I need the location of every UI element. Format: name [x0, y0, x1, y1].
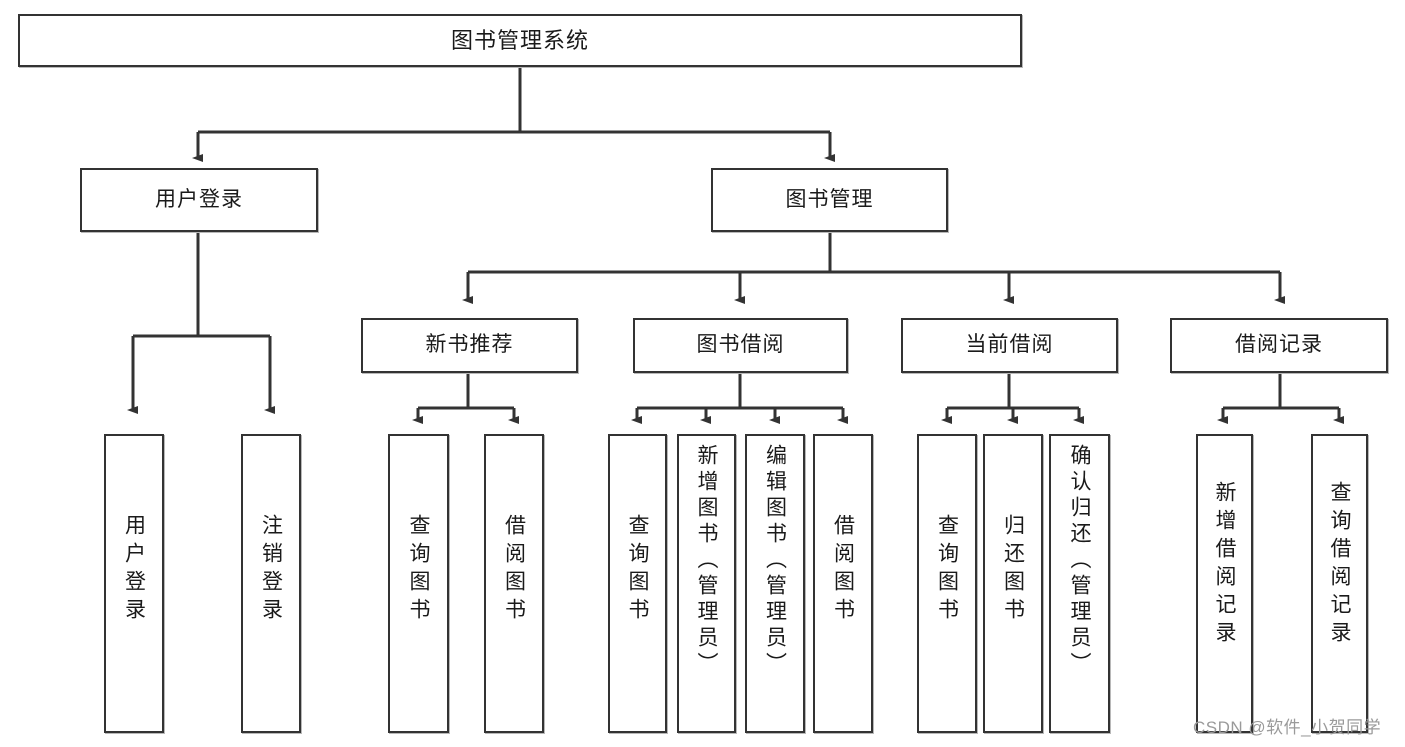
- node-leaf-user-logout[interactable]: 注销登录: [241, 434, 301, 733]
- node-label: 当前借阅: [965, 333, 1054, 357]
- node-label: 借阅图书: [502, 514, 526, 626]
- node-root[interactable]: 图书管理系统: [18, 14, 1022, 67]
- node-label: 确认归还（管理员）: [1068, 444, 1091, 678]
- node-leaf-user-login[interactable]: 用户登录: [104, 434, 164, 733]
- node-label: 注销登录: [259, 514, 283, 626]
- node-label: 图书管理系统: [450, 27, 589, 53]
- node-leaf-query-book-3[interactable]: 查询图书: [917, 434, 977, 733]
- node-label: 查询图书: [935, 514, 959, 626]
- node-label: 归还图书: [1001, 514, 1025, 626]
- node-label: 新增图书（管理员）: [695, 444, 718, 678]
- node-new-book-recommend[interactable]: 新书推荐: [361, 318, 578, 373]
- node-leaf-query-book-1[interactable]: 查询图书: [388, 434, 449, 733]
- node-leaf-query-record[interactable]: 查询借阅记录: [1311, 434, 1368, 733]
- node-label: 编辑图书（管理员）: [763, 444, 787, 678]
- node-label: 图书借阅: [696, 333, 785, 357]
- node-book-borrow[interactable]: 图书借阅: [633, 318, 848, 373]
- node-label: 新增借阅记录: [1213, 481, 1236, 649]
- node-book-management[interactable]: 图书管理: [711, 168, 948, 232]
- node-leaf-add-record[interactable]: 新增借阅记录: [1196, 434, 1253, 733]
- node-label: 用户登录: [122, 514, 146, 626]
- node-label: 借阅图书: [831, 514, 855, 626]
- node-leaf-confirm-return[interactable]: 确认归还（管理员）: [1049, 434, 1110, 733]
- node-label: 用户登录: [155, 187, 243, 211]
- node-label: 图书管理: [785, 187, 874, 211]
- node-user-login[interactable]: 用户登录: [80, 168, 318, 232]
- node-borrow-record[interactable]: 借阅记录: [1170, 318, 1388, 373]
- node-label: 查询借阅记录: [1328, 481, 1351, 649]
- node-label: 查询图书: [626, 514, 649, 626]
- node-label: 查询图书: [407, 514, 430, 626]
- watermark: CSDN @软件_小贺同学: [1193, 718, 1382, 737]
- node-label: 借阅记录: [1235, 333, 1323, 357]
- node-leaf-borrow-book-2[interactable]: 借阅图书: [813, 434, 873, 733]
- node-leaf-edit-book[interactable]: 编辑图书（管理员）: [745, 434, 805, 733]
- node-leaf-query-book-2[interactable]: 查询图书: [608, 434, 667, 733]
- node-leaf-borrow-book-1[interactable]: 借阅图书: [484, 434, 544, 733]
- node-current-borrow[interactable]: 当前借阅: [901, 318, 1118, 373]
- node-label: 新书推荐: [425, 333, 514, 357]
- node-leaf-return-book[interactable]: 归还图书: [983, 434, 1043, 733]
- node-leaf-add-book[interactable]: 新增图书（管理员）: [677, 434, 736, 733]
